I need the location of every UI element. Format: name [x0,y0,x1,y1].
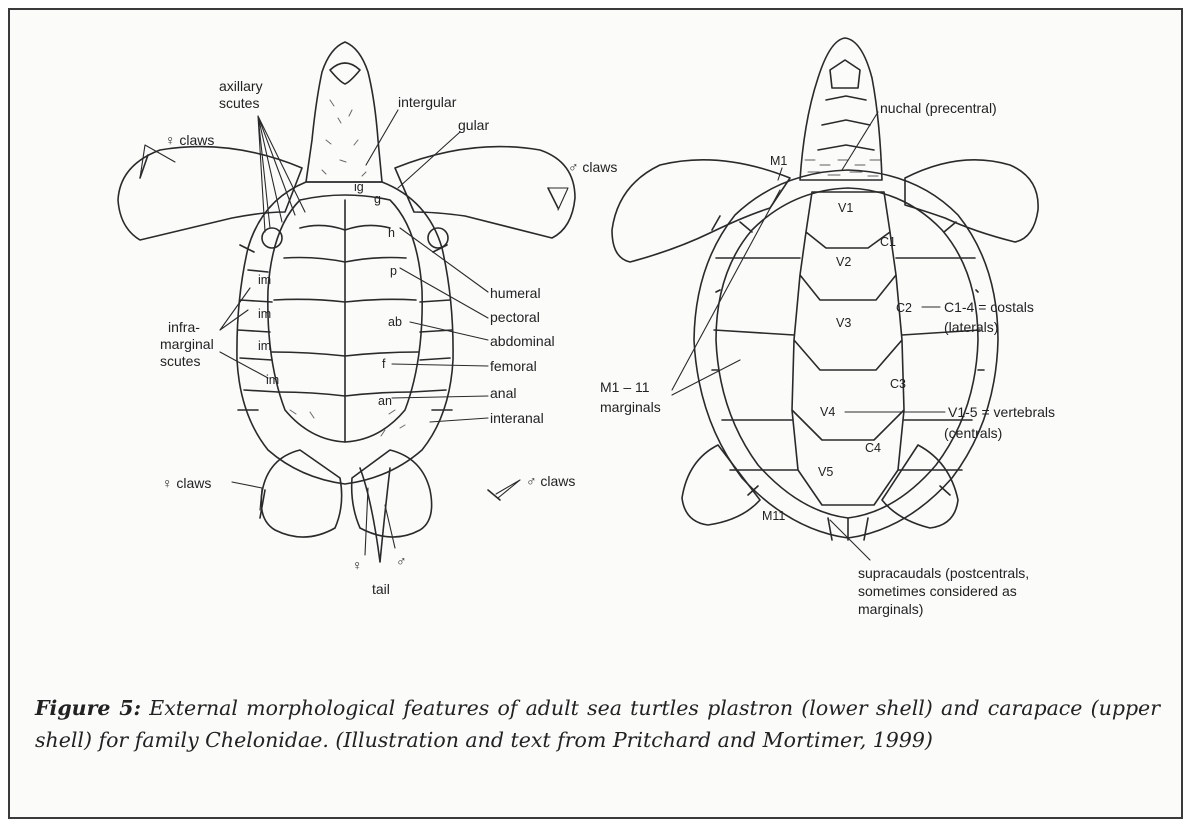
label-femoral: femoral [490,358,537,374]
label-C2: C2 [896,301,912,315]
label-marginals-1: M1 – 11 [600,379,650,395]
label-humeral: humeral [490,285,541,301]
label-tail-female: ♀ [352,557,363,573]
label-C3: C3 [890,377,906,391]
label-costals-2: (laterals) [944,319,998,335]
label-im-2: im [258,307,271,321]
label-anal: anal [490,385,516,401]
label-supracaudals-2: sometimes considered as [858,583,1017,599]
label-female-claws-bottom: ♀ claws [162,475,211,491]
plastron-tail [360,468,390,562]
label-inframarginal-1: infra- [168,319,200,335]
label-male-claws-top: ♂ claws [568,159,617,175]
carapace-labels: nuchal (precentral) M1 V1 V2 V3 V4 V5 C1… [600,100,1055,617]
label-V3: V3 [836,316,851,330]
caption-text: External morphological features of adult… [35,696,1160,752]
label-ab: ab [388,315,402,329]
label-M1: M1 [770,154,787,168]
label-interanal: interanal [490,410,544,426]
label-female-claws-top: ♀ claws [165,132,214,148]
label-p: p [390,264,397,278]
carapace-left-flipper [612,160,790,262]
label-gular: gular [458,117,489,133]
label-V1: V1 [838,201,853,215]
carapace-right-hind-flipper [882,445,958,528]
label-C4: C4 [865,441,881,455]
label-supracaudals-3: marginals) [858,601,923,617]
label-an: an [378,394,392,408]
label-inframarginal-2: marginal [160,336,214,352]
label-V4: V4 [820,405,835,419]
figure-caption: Figure 5: External morphological feature… [35,692,1160,756]
label-inframarginal-3: scutes [160,353,200,369]
label-im-4: im [266,373,279,387]
plastron-right-flipper [395,147,575,238]
carapace-head [800,38,882,180]
label-V2: V2 [836,255,851,269]
label-abdominal: abdominal [490,333,555,349]
label-pectoral: pectoral [490,309,540,325]
label-nuchal: nuchal (precentral) [880,100,997,116]
figure-label: Figure 5: [35,696,141,720]
label-h: h [388,226,395,240]
label-male-claws-bottom: ♂ claws [526,473,575,489]
plastron-right-hind-flipper [352,450,432,537]
carapace-right-flipper [905,160,1038,242]
label-intergular: intergular [398,94,457,110]
label-g: g [374,192,381,206]
label-M11: M11 [762,509,785,523]
plastron-left-hind-flipper [261,450,341,537]
label-marginals-2: marginals [600,399,661,415]
label-tail-male: ♂ [396,553,407,569]
label-im-3: im [258,339,271,353]
label-vertebrals-1: V1-5 = vertebrals [948,404,1055,420]
label-costals-1: C1-4 = costals [944,299,1034,315]
label-ig: ig [354,180,364,194]
label-tail: tail [372,581,390,597]
label-C1: C1 [880,235,896,249]
label-vertebrals-2: (centrals) [944,425,1002,441]
label-f: f [382,357,386,371]
label-supracaudals-1: supracaudals (postcentrals, [858,565,1029,581]
label-im-1: im [258,273,271,287]
label-V5: V5 [818,465,833,479]
